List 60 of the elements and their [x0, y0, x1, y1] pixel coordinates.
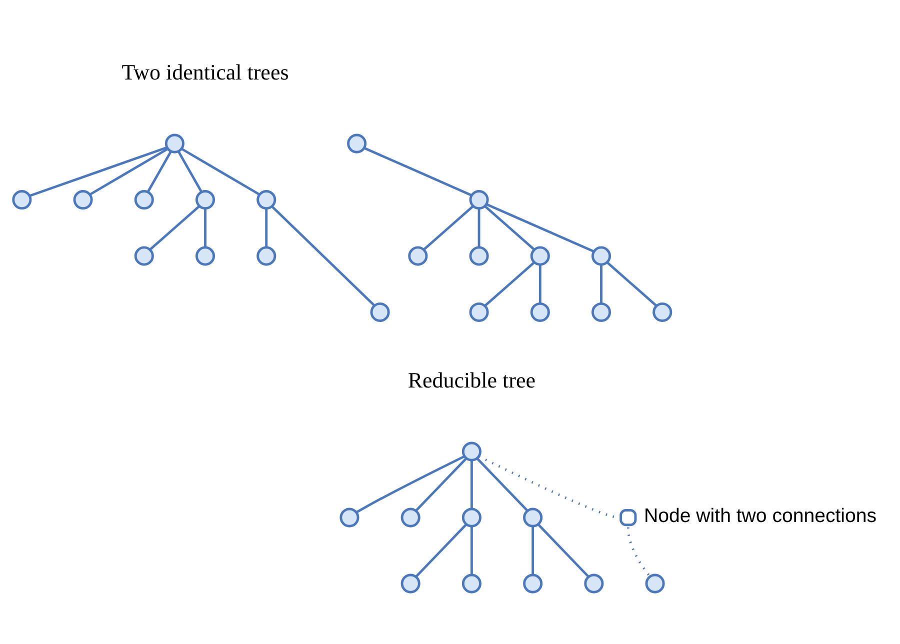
- node-circle: [523, 574, 543, 594]
- node-circle: [462, 508, 482, 528]
- connector: [532, 526, 534, 575]
- connector: [89, 148, 168, 196]
- node-circle: [256, 190, 276, 210]
- node-circle: [469, 246, 489, 266]
- node-circle: [645, 574, 665, 594]
- connector: [470, 526, 473, 575]
- node-circle: [164, 134, 184, 154]
- node-circle: [530, 302, 550, 322]
- node-circle: [195, 246, 216, 266]
- node-circle: [347, 134, 367, 154]
- connector: [484, 205, 535, 250]
- node-circle: [591, 246, 612, 266]
- connector: [626, 527, 651, 578]
- node-circle: [462, 574, 482, 594]
- connector: [600, 264, 602, 304]
- label: Reducible tree: [408, 367, 536, 392]
- node-circle: [12, 190, 32, 210]
- node-circle: [530, 246, 550, 266]
- node-circle: [134, 190, 154, 210]
- node-circle: [469, 302, 489, 322]
- connector: [486, 203, 594, 253]
- node-circle: [591, 302, 612, 322]
- node-circle: [469, 190, 489, 210]
- connector: [29, 146, 168, 197]
- connector: [415, 458, 467, 512]
- connector: [364, 147, 472, 196]
- connector: [265, 208, 268, 248]
- connector: [423, 205, 474, 250]
- node-circle: [400, 574, 420, 594]
- connector: [356, 455, 466, 514]
- connector: [478, 208, 480, 248]
- label: Two identical trees: [122, 59, 289, 84]
- connector: [415, 524, 467, 578]
- node-circle: [340, 508, 360, 528]
- node-circle: [370, 302, 390, 322]
- connector: [149, 205, 200, 250]
- node-label: Node with two connections: [644, 505, 877, 528]
- connector: [146, 150, 172, 192]
- connector: [204, 208, 206, 248]
- connector: [484, 262, 535, 307]
- connector: [470, 460, 473, 509]
- node-circle: [462, 442, 482, 462]
- connector: [476, 458, 528, 512]
- node-circle: [408, 246, 428, 266]
- node-circle: [134, 246, 154, 266]
- connector: [181, 148, 260, 196]
- node-circle: [584, 574, 604, 594]
- connector: [606, 262, 658, 307]
- node-circle: [400, 508, 420, 528]
- node-circle: [652, 302, 672, 322]
- node-circle: [256, 246, 276, 266]
- node-circle: [523, 508, 543, 528]
- connector: [538, 264, 542, 304]
- node-circle: [195, 190, 216, 210]
- node-circle: [73, 190, 93, 210]
- connector: [177, 150, 203, 192]
- connector: [271, 206, 376, 306]
- connector: [538, 524, 590, 578]
